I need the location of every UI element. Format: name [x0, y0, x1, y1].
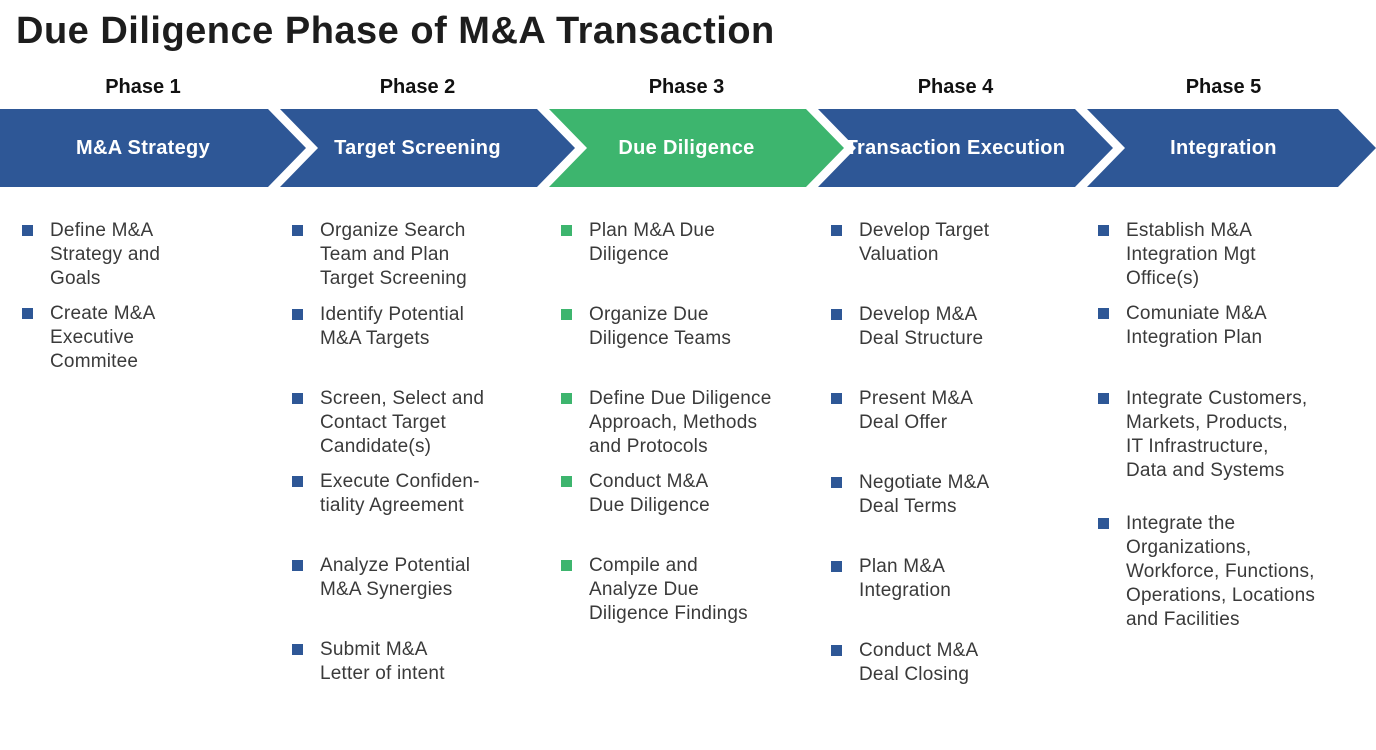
task-item: Develop M&A Deal Structure — [831, 303, 1081, 351]
bullet-square-icon — [561, 393, 572, 404]
task-item: Plan M&A Due Diligence — [561, 219, 811, 267]
task-text: Develop Target Valuation — [859, 220, 990, 265]
task-column-phase-5: Establish M&A Integration Mgt Office(s) … — [1098, 219, 1356, 632]
task-text: Submit M&A Letter of intent — [320, 639, 445, 684]
bullet-square-icon — [561, 476, 572, 487]
task-item: Define Due Diligence Approach, Methods a… — [561, 387, 811, 459]
task-item: Organize Search Team and Plan Target Scr… — [292, 219, 542, 291]
bullet-square-icon — [561, 560, 572, 571]
task-text: Develop M&A Deal Structure — [859, 304, 984, 349]
arrow-shape-2 — [280, 109, 575, 187]
arrow-shape-4 — [818, 109, 1113, 187]
bullet-square-icon — [1098, 518, 1109, 529]
task-text: Negotiate M&A Deal Terms — [859, 472, 990, 517]
bullet-square-icon — [292, 560, 303, 571]
task-item: Comuniate M&A Integration Plan — [1098, 302, 1356, 350]
task-item: Submit M&A Letter of intent — [292, 638, 542, 686]
task-item: Identify Potential M&A Targets — [292, 303, 542, 351]
task-text: Integrate the Organizations, Workforce, … — [1126, 513, 1316, 630]
task-text: Conduct M&A Due Diligence — [589, 471, 710, 516]
page-title: Due Diligence Phase of M&A Transaction — [16, 10, 775, 52]
task-column-phase-2: Organize Search Team and Plan Target Scr… — [292, 219, 542, 686]
task-item: Plan M&A Integration — [831, 555, 1081, 603]
process-arrow-band: M&A Strategy Target Screening Due Dilige… — [0, 109, 1376, 187]
task-text: Organize Due Diligence Teams — [589, 304, 732, 349]
task-item: Organize Due Diligence Teams — [561, 303, 811, 351]
task-item: Create M&A Executive Commitee — [22, 302, 272, 374]
task-text: Identify Potential M&A Targets — [320, 304, 465, 349]
task-text: Organize Search Team and Plan Target Scr… — [320, 220, 467, 289]
task-item: Establish M&A Integration Mgt Office(s) — [1098, 219, 1356, 291]
task-item: Integrate Customers, Markets, Products, … — [1098, 387, 1356, 483]
phase-label-3: Phase 3 — [648, 76, 725, 98]
bullet-square-icon — [292, 476, 303, 487]
task-item: Execute Confiden- tiality Agreement — [292, 470, 542, 518]
arrow-label-integration: Integration — [1170, 136, 1277, 159]
task-item: Screen, Select and Contact Target Candid… — [292, 387, 542, 459]
task-text: Compile and Analyze Due Diligence Findin… — [589, 555, 748, 624]
task-text: Present M&A Deal Offer — [859, 388, 974, 433]
arrow-label-transaction-execution: Transaction Execution — [845, 136, 1066, 159]
arrow-shape-3 — [549, 109, 844, 187]
task-item: Develop Target Valuation — [831, 219, 1081, 267]
arrow-shape-5 — [1087, 109, 1376, 187]
task-text: Analyze Potential M&A Synergies — [320, 555, 471, 600]
bullet-square-icon — [22, 308, 33, 319]
arrow-band-shapes — [0, 109, 1376, 187]
bullet-square-icon — [831, 225, 842, 236]
arrow-shape-1 — [0, 109, 306, 187]
bullet-square-icon — [561, 225, 572, 236]
task-item: Integrate the Organizations, Workforce, … — [1098, 512, 1356, 632]
arrow-label-ma-strategy: M&A Strategy — [76, 136, 210, 159]
task-text: Define Due Diligence Approach, Methods a… — [589, 388, 772, 457]
bullet-square-icon — [22, 225, 33, 236]
arrow-label-target-screening: Target Screening — [334, 136, 501, 159]
task-text: Screen, Select and Contact Target Candid… — [320, 388, 485, 457]
task-item: Define M&A Strategy and Goals — [22, 219, 272, 291]
task-text: Create M&A Executive Commitee — [50, 303, 156, 372]
bullet-square-icon — [831, 645, 842, 656]
task-item: Compile and Analyze Due Diligence Findin… — [561, 554, 811, 626]
phase-label-1: Phase 1 — [105, 76, 181, 98]
arrow-label-due-diligence: Due Diligence — [618, 136, 755, 159]
bullet-square-icon — [561, 309, 572, 320]
task-column-phase-1: Define M&A Strategy and Goals Create M&A… — [22, 219, 272, 374]
task-column-phase-4: Develop Target Valuation Develop M&A Dea… — [831, 219, 1081, 687]
task-text: Conduct M&A Deal Closing — [859, 640, 979, 685]
bullet-square-icon — [831, 393, 842, 404]
phase-label-5: Phase 5 — [1185, 76, 1262, 98]
task-item: Present M&A Deal Offer — [831, 387, 1081, 435]
task-item: Analyze Potential M&A Synergies — [292, 554, 542, 602]
task-text: Establish M&A Integration Mgt Office(s) — [1126, 220, 1256, 289]
task-text: Integrate Customers, Markets, Products, … — [1126, 388, 1308, 481]
bullet-square-icon — [831, 477, 842, 488]
task-text: Comuniate M&A Integration Plan — [1126, 303, 1267, 348]
task-column-phase-3: Plan M&A Due Diligence Organize Due Dili… — [561, 219, 811, 626]
task-item: Conduct M&A Due Diligence — [561, 470, 811, 518]
task-item: Conduct M&A Deal Closing — [831, 639, 1081, 687]
bullet-square-icon — [1098, 308, 1109, 319]
task-text: Plan M&A Due Diligence — [589, 220, 715, 265]
bullet-square-icon — [292, 393, 303, 404]
task-item: Negotiate M&A Deal Terms — [831, 471, 1081, 519]
bullet-square-icon — [292, 309, 303, 320]
bullet-square-icon — [831, 561, 842, 572]
task-text: Execute Confiden- tiality Agreement — [320, 471, 480, 516]
bullet-square-icon — [1098, 393, 1109, 404]
task-text: Define M&A Strategy and Goals — [50, 220, 161, 289]
bullet-square-icon — [831, 309, 842, 320]
bullet-square-icon — [1098, 225, 1109, 236]
bullet-square-icon — [292, 644, 303, 655]
task-text: Plan M&A Integration — [859, 556, 951, 601]
phase-label-4: Phase 4 — [917, 76, 994, 98]
bullet-square-icon — [292, 225, 303, 236]
phase-label-2: Phase 2 — [379, 76, 456, 98]
